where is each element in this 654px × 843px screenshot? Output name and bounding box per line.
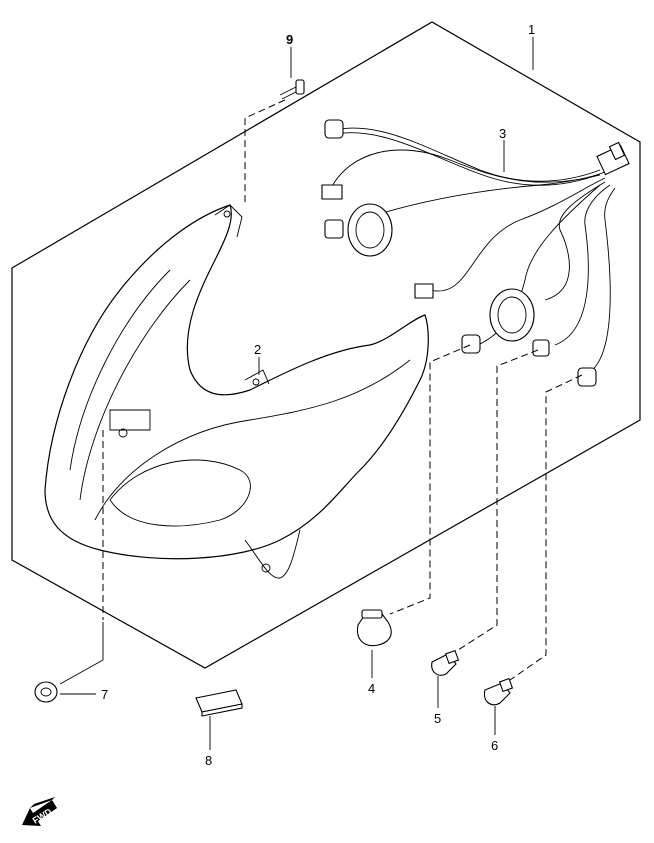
screw xyxy=(279,79,305,100)
grommet xyxy=(34,681,58,703)
bulb-4-leader xyxy=(389,344,471,615)
fwd-arrow-icon: FWD xyxy=(22,797,57,826)
callout-8: 8 xyxy=(205,753,212,768)
wiring-harness xyxy=(321,119,630,387)
callout-9: 9 xyxy=(286,32,293,47)
headlamp-housing xyxy=(44,204,429,579)
callout-7: 7 xyxy=(101,687,108,702)
bulb-6-leader xyxy=(509,374,583,681)
callout-1: 1 xyxy=(528,22,535,37)
bulb-wedge-small xyxy=(431,649,460,676)
callout-4: 4 xyxy=(368,681,375,696)
bulb-5-leader xyxy=(454,349,539,653)
screw-leader xyxy=(244,99,286,205)
bulb-large xyxy=(356,609,392,647)
assembly-box-outline xyxy=(11,21,641,669)
callout-3: 3 xyxy=(499,126,506,141)
callout-5: 5 xyxy=(434,711,441,726)
callout-2: 2 xyxy=(254,342,261,357)
bulb-wedge-small-2 xyxy=(483,677,514,706)
callout-6: 6 xyxy=(491,738,498,753)
pad xyxy=(195,689,243,717)
